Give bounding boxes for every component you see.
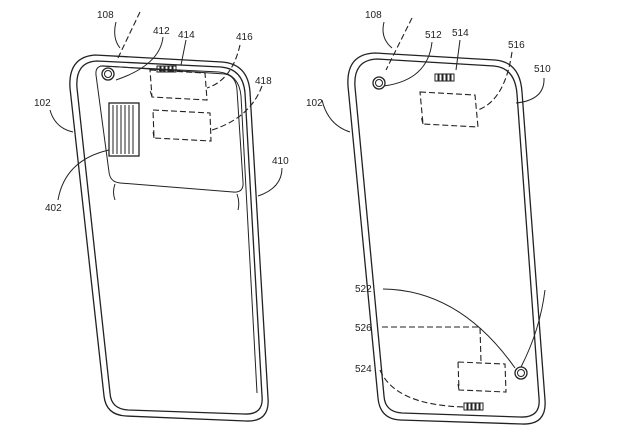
leader-514 [455, 39, 461, 71]
label-416: 416 [236, 32, 253, 43]
label-526: 526 [355, 323, 372, 334]
label-510: 510 [534, 64, 551, 75]
label-522: 522 [355, 284, 372, 295]
leader-522-line [382, 288, 516, 369]
left-speaker-grille [108, 102, 140, 157]
label-108-left: 108 [97, 10, 114, 21]
right-lower-module [457, 361, 507, 393]
label-418: 418 [255, 76, 272, 87]
right-camera-lens-inner [375, 79, 383, 87]
label-516: 516 [508, 40, 525, 51]
right-phone-inner-edge [354, 58, 540, 418]
leader-526 [382, 326, 482, 363]
label-102-right: 102 [306, 98, 323, 109]
camera-axis-left [117, 11, 141, 59]
label-412: 412 [153, 26, 170, 37]
left-panel-divider [113, 183, 240, 211]
left-module-lower [152, 109, 212, 142]
leader-512 [383, 41, 433, 87]
right-phone: 108 512 514 516 510 102 522 526 524 [306, 10, 551, 425]
left-camera-lens-inner [104, 70, 112, 78]
left-phone: 108 412 414 416 418 102 402 410 [34, 10, 289, 422]
leader-102-right [321, 99, 351, 133]
label-514: 514 [452, 28, 469, 39]
right-lower-lens [514, 366, 528, 380]
leader-102-left [49, 109, 74, 133]
leader-522-arc [520, 289, 546, 368]
label-410: 410 [272, 156, 289, 167]
label-512: 512 [425, 30, 442, 41]
label-402: 402 [45, 203, 62, 214]
label-102-left: 102 [34, 98, 51, 109]
right-connector-pins [434, 73, 455, 82]
left-connector-pins [156, 65, 177, 73]
left-module-upper [149, 69, 208, 101]
leader-412 [115, 36, 164, 81]
label-414: 414 [178, 30, 195, 41]
leader-108-right [382, 21, 393, 49]
leader-524 [379, 369, 465, 408]
leader-414 [180, 39, 187, 66]
left-phone-bezel [99, 65, 258, 394]
left-grille-slots [112, 105, 134, 154]
label-108-right: 108 [365, 10, 382, 21]
leader-416 [206, 44, 241, 89]
right-lower-connector-pins [463, 402, 484, 411]
left-phone-inner-edge [76, 60, 263, 415]
right-lower-lens-inner [517, 369, 525, 377]
right-camera-lens [372, 76, 386, 90]
leader-516 [477, 51, 513, 111]
right-module-upper [419, 91, 479, 128]
left-phone-outer-edge [69, 54, 269, 422]
left-back-panel-window [95, 65, 244, 193]
leader-108-left [114, 21, 121, 49]
leader-402 [57, 149, 110, 201]
right-phone-outer-edge [347, 52, 546, 425]
leader-410 [257, 167, 283, 197]
camera-axis-right [385, 17, 413, 71]
leader-510 [515, 77, 545, 104]
label-524: 524 [355, 364, 372, 375]
left-camera-lens [101, 67, 115, 81]
